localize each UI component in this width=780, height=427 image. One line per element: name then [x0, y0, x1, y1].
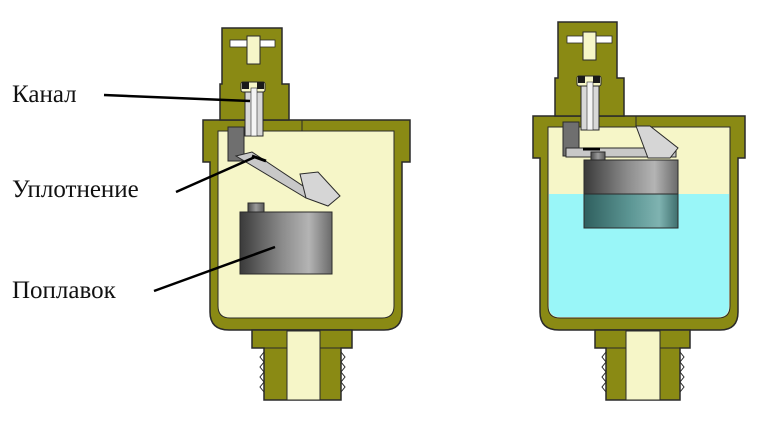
lever-open	[227, 126, 341, 207]
float-dry	[239, 202, 333, 275]
lever-closed	[562, 121, 679, 159]
label-channel-text: Канал	[12, 81, 77, 108]
threaded-fitting	[594, 329, 691, 401]
threaded-fitting	[251, 329, 353, 401]
vent-cap	[554, 21, 625, 131]
label-seal: Уплотнение	[12, 155, 256, 203]
leader-line	[175, 155, 256, 194]
float-submerged	[583, 151, 679, 229]
valve-filled	[532, 21, 746, 401]
leader-line	[103, 93, 251, 103]
label-channel: Канал	[12, 81, 251, 108]
leader-line	[153, 245, 276, 293]
label-seal-text: Уплотнение	[12, 176, 139, 203]
label-float-text: Поплавок	[12, 277, 117, 304]
vent-cap	[219, 27, 290, 137]
valve-empty	[202, 27, 411, 401]
label-float: Поплавок	[12, 245, 276, 304]
